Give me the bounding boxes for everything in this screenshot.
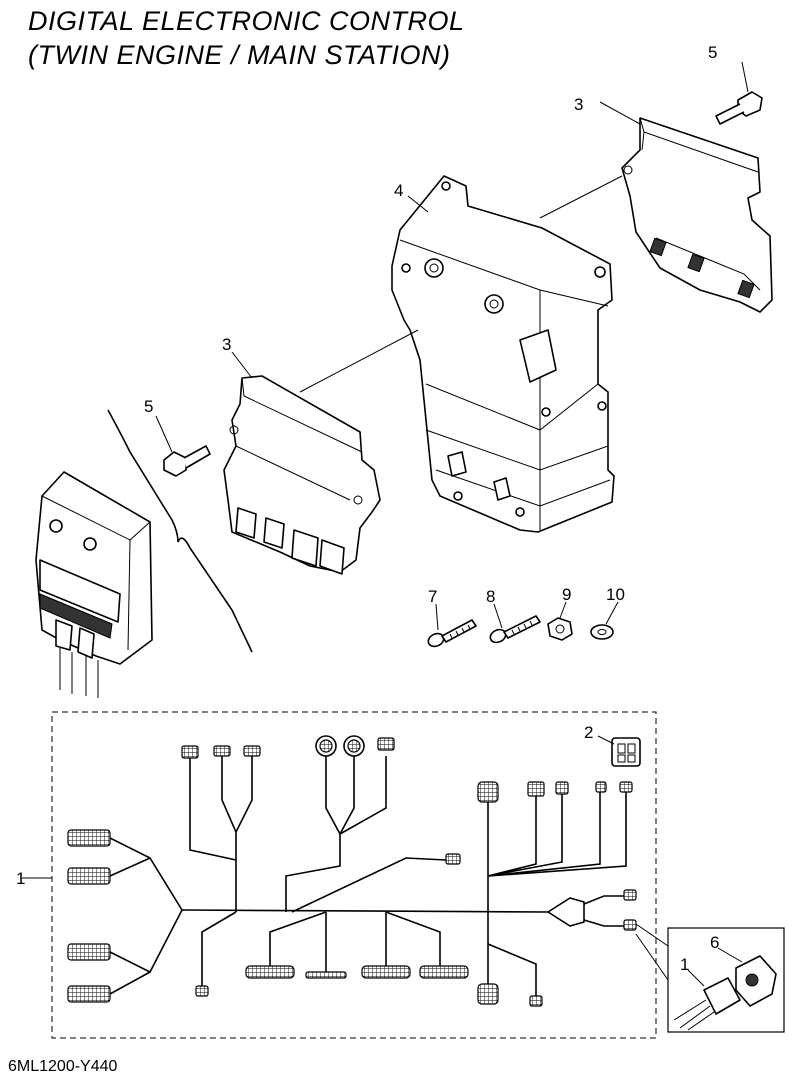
callout-4: 4 xyxy=(394,181,403,200)
screw-7 xyxy=(427,619,477,648)
callout-1-detail: 1 xyxy=(680,955,689,974)
control-unit-upper xyxy=(621,117,773,313)
connector-detail-inset xyxy=(635,923,785,1033)
connector-2 xyxy=(611,737,641,767)
callout-10: 10 xyxy=(606,585,625,604)
callout-6: 6 xyxy=(710,933,719,952)
callout-5-lower: 5 xyxy=(144,397,153,416)
nut-9 xyxy=(547,617,573,641)
bolt-lower xyxy=(163,445,211,477)
diagram-title-line-2: (TWIN ENGINE / MAIN STATION) xyxy=(28,40,451,70)
control-unit-lower xyxy=(223,375,381,575)
callout-3-lower: 3 xyxy=(222,335,231,354)
callout-8: 8 xyxy=(486,587,495,606)
figure-code: 6ML1200-Y440 xyxy=(8,1058,118,1075)
callout-7: 7 xyxy=(428,587,437,606)
assembled-unit xyxy=(35,471,153,698)
screw-8 xyxy=(489,615,541,644)
harness-group-box xyxy=(51,711,657,1039)
callout-3-upper: 3 xyxy=(574,95,583,114)
callout-5-upper: 5 xyxy=(708,43,717,62)
callout-9: 9 xyxy=(562,585,571,604)
diagram-title-line-1: DIGITAL ELECTRONIC CONTROL xyxy=(28,6,465,36)
callout-2: 2 xyxy=(584,723,593,742)
washer-10 xyxy=(590,624,614,640)
bolt-upper xyxy=(715,91,763,125)
wire-harness xyxy=(67,735,637,1007)
callout-1: 1 xyxy=(16,869,25,888)
bracket xyxy=(391,175,615,533)
